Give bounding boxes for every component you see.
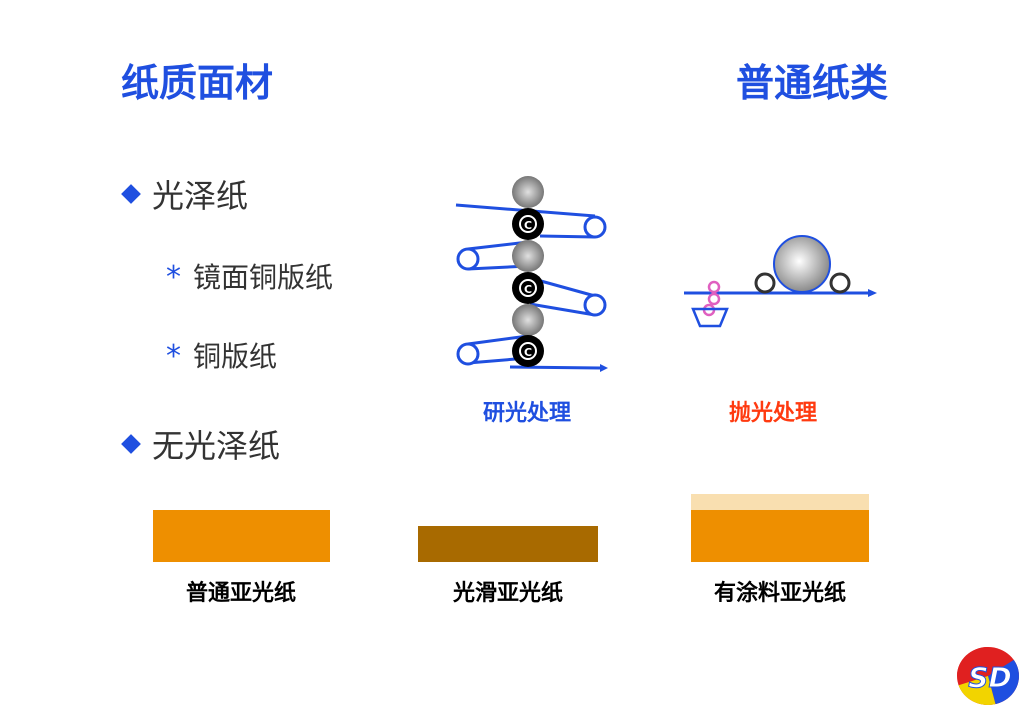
page-title-left: 纸质面材 [121, 61, 274, 105]
polishing-diagram [684, 235, 877, 328]
swatch-smooth-matte-label: 光滑亚光纸 [452, 581, 563, 606]
bullet-matte-label: 无光泽纸 [152, 427, 281, 465]
sub-item-coated: * 铜版纸 [166, 342, 277, 372]
guide-roller [583, 215, 607, 239]
diamond-bullet-icon [121, 434, 141, 454]
arrow-head-icon [868, 289, 877, 297]
swatch-smooth-matte [418, 526, 598, 562]
calender-roller-ring [519, 342, 537, 360]
roller-letter: C [524, 283, 532, 296]
grey-roller [512, 240, 544, 272]
swatch-coated-matte-label: 有涂料亚光纸 [713, 581, 846, 606]
support-roller [829, 272, 851, 294]
guide-roller [456, 342, 480, 366]
swatch-plain-matte [153, 510, 330, 562]
roller-letter: C [524, 346, 532, 359]
guide-roller [583, 293, 607, 317]
bullet-glossy-label: 光泽纸 [152, 177, 249, 215]
polishing-caption: 抛光处理 [729, 401, 818, 426]
swatch-coated-layer [691, 494, 869, 510]
sub-item-mirror-coated: * 镜面铜版纸 [166, 263, 333, 293]
calender-roller-ring [519, 215, 537, 233]
calender-roller [512, 272, 544, 304]
diamond-bullet-icon [121, 184, 141, 204]
paper-path [455, 203, 601, 370]
polishing-roller [773, 235, 831, 293]
roller-letter: C [524, 219, 532, 232]
logo-text: SD [968, 661, 1011, 694]
swatch-coated-matte [691, 510, 869, 562]
calendering-caption: 研光处理 [483, 401, 572, 426]
sub-item-mirror-coated-label: 镜面铜版纸 [193, 261, 334, 294]
arrow-head-icon [600, 364, 608, 372]
grey-roller [512, 304, 544, 336]
page-title-right: 普通纸类 [736, 61, 889, 105]
guide-roller [456, 247, 480, 271]
sub-item-coated-label: 铜版纸 [193, 340, 278, 373]
support-roller [754, 272, 776, 294]
sd-logo: SD [957, 647, 1019, 705]
calender-roller [512, 335, 544, 367]
bullet-glossy: 光泽纸 [121, 177, 249, 215]
asterisk-icon: * [166, 260, 181, 295]
applicator-roller [707, 292, 721, 306]
calendering-diagram: C C C [455, 176, 608, 372]
coating-tray [691, 307, 729, 328]
calender-roller [512, 208, 544, 240]
calender-roller-ring [519, 279, 537, 297]
bullet-matte: 无光泽纸 [121, 427, 281, 465]
swatch-plain-matte-label: 普通亚光纸 [185, 581, 296, 606]
applicator-roller [707, 280, 721, 294]
grey-roller [512, 176, 544, 208]
asterisk-icon: * [166, 339, 181, 374]
